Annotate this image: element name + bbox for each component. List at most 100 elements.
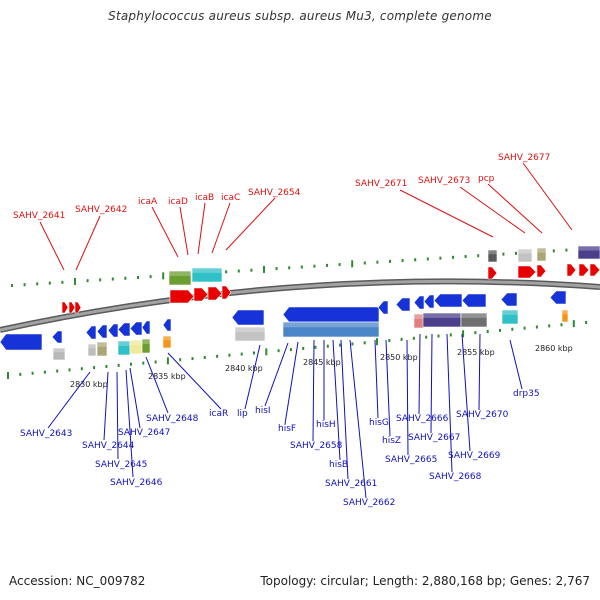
- lower-tick: [105, 364, 108, 368]
- lower-tick: [93, 366, 96, 370]
- gene-block-shine: [130, 340, 142, 345]
- upper-gene-label: SAHV_2642: [75, 205, 127, 215]
- upper-tick: [351, 260, 354, 268]
- lower-tick: [585, 321, 588, 324]
- lower-leader-line: [385, 339, 391, 437]
- upper-leader-line: [39, 221, 65, 271]
- lower-leader-line: [244, 344, 261, 410]
- lower-tick: [499, 328, 501, 332]
- upper-tick: [263, 265, 265, 273]
- gene-block-shine: [118, 341, 130, 346]
- gene-arrow: [141, 320, 151, 335]
- lower-tick: [437, 334, 440, 338]
- lower-gene-label: icaR: [209, 409, 228, 419]
- lower-tick: [523, 326, 526, 330]
- gene-arrow: [207, 286, 223, 301]
- upper-tick: [36, 282, 39, 286]
- gene-arrow: [413, 295, 425, 310]
- upper-tick: [552, 249, 555, 253]
- lower-tick: [462, 330, 465, 338]
- upper-tick: [389, 259, 391, 263]
- lower-leader-line: [167, 352, 222, 410]
- lower-leader-line: [129, 367, 141, 429]
- accession-text: Accession: NC_009782: [9, 574, 146, 588]
- gene-block-shine: [88, 344, 96, 349]
- upper-gene-label: SAHV_2677: [498, 153, 550, 163]
- gene-block-shine: [414, 314, 424, 319]
- scale-label: 2855 kbp: [457, 348, 495, 357]
- lower-tick: [511, 327, 514, 331]
- lower-leader-line: [103, 371, 109, 441]
- gene-block: [460, 312, 488, 328]
- lower-leader-line: [264, 342, 289, 407]
- lower-tick: [363, 341, 366, 345]
- lower-gene-label: SAHV_2658: [290, 441, 343, 451]
- lower-gene-label: SAHV_2646: [110, 478, 163, 488]
- gene-block-shine: [502, 310, 518, 315]
- upper-tick: [326, 263, 328, 267]
- gene-block: [577, 245, 600, 260]
- upper-tick: [376, 260, 379, 264]
- gene-arrow: [423, 294, 435, 309]
- lower-tick: [240, 352, 243, 356]
- gene-block: [561, 309, 569, 323]
- lower-tick: [351, 342, 354, 346]
- gene-block-shine: [461, 313, 487, 318]
- lower-gene-label: SAHV_2669: [448, 451, 501, 461]
- lower-tick: [80, 367, 83, 371]
- gene-block: [87, 343, 97, 357]
- upper-tick: [275, 267, 278, 271]
- gene-block: [52, 347, 66, 361]
- lower-gene-label: SAHV_2643: [20, 429, 72, 439]
- lower-gene-label: SAHV_2670: [456, 410, 509, 420]
- gene-block: [191, 267, 223, 283]
- lower-tick: [117, 363, 120, 367]
- lower-gene-label: SAHV_2645: [95, 460, 147, 470]
- upper-tick: [338, 263, 341, 267]
- gene-arrow: [461, 293, 487, 308]
- gene-arrow: [536, 264, 547, 278]
- upper-tick: [250, 268, 253, 272]
- lower-leader-line: [312, 339, 315, 442]
- lower-gene-label: SAHV_2667: [408, 433, 460, 443]
- upper-gene-label: pcp: [478, 174, 495, 184]
- lower-tick: [7, 372, 9, 379]
- lower-tick: [43, 370, 46, 374]
- lower-tick: [302, 346, 305, 350]
- upper-gene-label: SAHV_2654: [248, 188, 301, 198]
- upper-tick: [464, 255, 467, 259]
- gene-arrow: [566, 263, 577, 277]
- lower-tick: [166, 357, 169, 365]
- upper-tick: [61, 280, 64, 284]
- upper-tick: [288, 266, 291, 270]
- lower-tick: [449, 333, 452, 337]
- topology-text: Topology: circular; Length: 2,880,168 bp…: [260, 574, 590, 588]
- lower-tick: [474, 331, 477, 335]
- upper-tick: [439, 256, 442, 260]
- gene-block: [517, 248, 533, 263]
- gene-block: [234, 326, 266, 342]
- lower-tick: [142, 361, 145, 365]
- upper-gene-label: SAHV_2641: [13, 211, 65, 221]
- gene-block: [168, 270, 192, 286]
- gene-block-shine: [169, 271, 191, 276]
- scale-label: 2860 kbp: [535, 344, 573, 353]
- lower-gene-label: SAHV_2668: [429, 472, 482, 482]
- upper-leader-line: [75, 215, 101, 271]
- gene-arrow: [221, 285, 232, 300]
- scale-label: 2830 kbp: [70, 380, 108, 389]
- gene-arrow: [74, 301, 82, 314]
- map-title: Staphylococcus aureus subsp. aureus Mu3,…: [108, 9, 492, 23]
- gene-block-shine: [97, 342, 107, 347]
- gene-block: [96, 341, 108, 357]
- upper-tick: [149, 275, 152, 279]
- gene-arrow: [433, 293, 463, 308]
- gene-block-shine: [53, 348, 65, 353]
- upper-gene-label: icaB: [195, 193, 214, 203]
- gene-arrow: [117, 322, 131, 337]
- gene-block-shine: [192, 268, 222, 273]
- upper-leader-line: [225, 197, 276, 251]
- upper-leader-line: [459, 186, 526, 234]
- lower-tick: [253, 351, 255, 355]
- upper-gene-label: icaD: [168, 197, 188, 207]
